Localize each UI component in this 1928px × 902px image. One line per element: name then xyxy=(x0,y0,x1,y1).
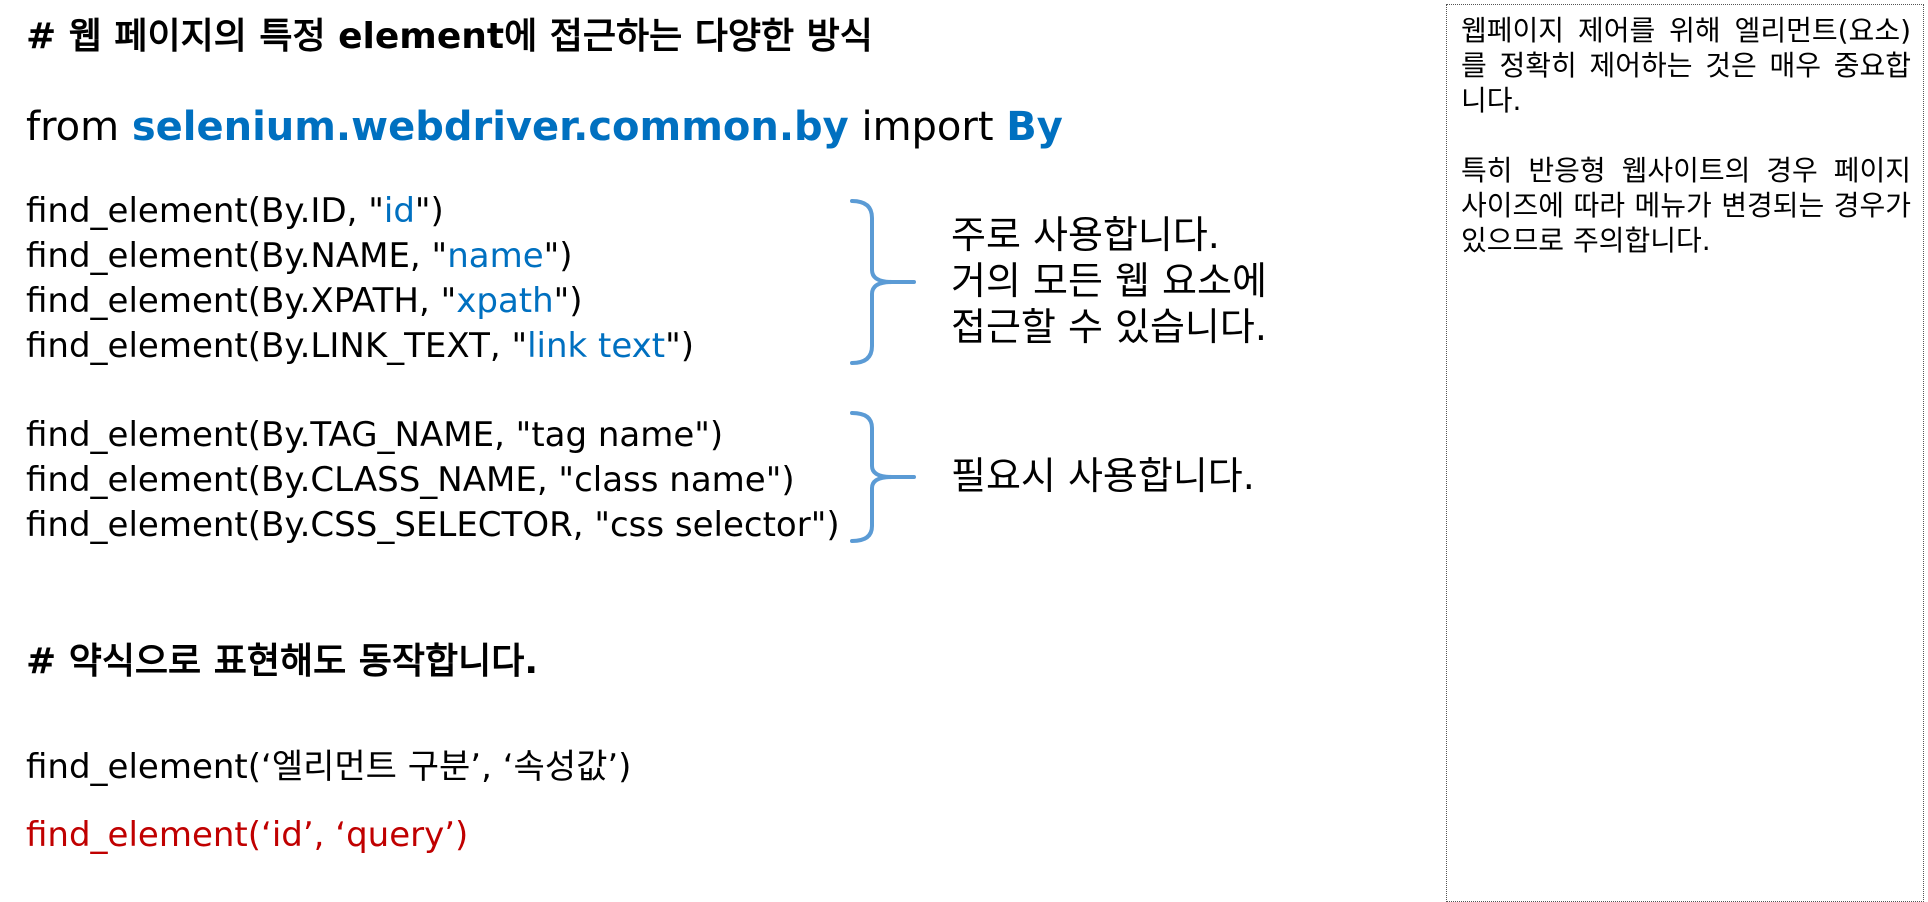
imported-name: By xyxy=(1006,104,1063,150)
side-note-paragraph-1: 웹페이지 제어를 위해 엘리먼트(요소)를 정확히 제어하는 것은 매우 중요합… xyxy=(1461,14,1911,117)
code-line-by-link-text: find_element(By.LINK_TEXT, "link text") xyxy=(26,326,695,366)
side-note-box: 웹페이지 제어를 위해 엘리먼트(요소)를 정확히 제어하는 것은 매우 중요합… xyxy=(1446,4,1924,902)
note-optional: 필요시 사용합니다. xyxy=(951,454,1255,498)
code-line-by-class-name: find_element(By.CLASS_NAME, "class name"… xyxy=(26,460,795,500)
note-primary: 주로 사용합니다. 거의 모든 웹 요소에 접근할 수 있습니다. xyxy=(951,213,1267,349)
side-note-paragraph-2: 특히 반응형 웹사이트의 경우 페이지 사이즈에 따라 메뉴가 변경되는 경우가… xyxy=(1461,154,1911,257)
brace-primary-icon xyxy=(850,199,916,365)
code-line-by-id: find_element(By.ID, "id") xyxy=(26,191,444,231)
code-line-by-xpath: find_element(By.XPATH, "xpath") xyxy=(26,281,583,321)
shortcut-heading: # 약식으로 표현해도 동작합니다. xyxy=(26,641,538,682)
import-statement: from selenium.webdriver.common.by import… xyxy=(26,102,1063,152)
code-line-by-name: find_element(By.NAME, "name") xyxy=(26,236,573,276)
code-group-optional: find_element(By.TAG_NAME, "tag name") fi… xyxy=(26,413,840,548)
brace-optional-icon xyxy=(850,411,916,543)
module-path: selenium.webdriver.common.by xyxy=(131,104,849,150)
code-line-by-tag-name: find_element(By.TAG_NAME, "tag name") xyxy=(26,415,724,455)
code-line-by-css-selector: find_element(By.CSS_SELECTOR, "css selec… xyxy=(26,505,840,545)
from-keyword: from xyxy=(26,104,132,150)
shortcut-generic: find_element(‘엘리먼트 구분’, ‘속성값’) xyxy=(26,747,632,787)
shortcut-example: find_element(‘id’, ‘query’) xyxy=(26,815,469,855)
main-heading: # 웹 페이지의 특정 element에 접근하는 다양한 방식 xyxy=(26,16,873,57)
import-keyword: import xyxy=(848,104,1007,150)
code-group-primary: find_element(By.ID, "id") find_element(B… xyxy=(26,189,694,369)
